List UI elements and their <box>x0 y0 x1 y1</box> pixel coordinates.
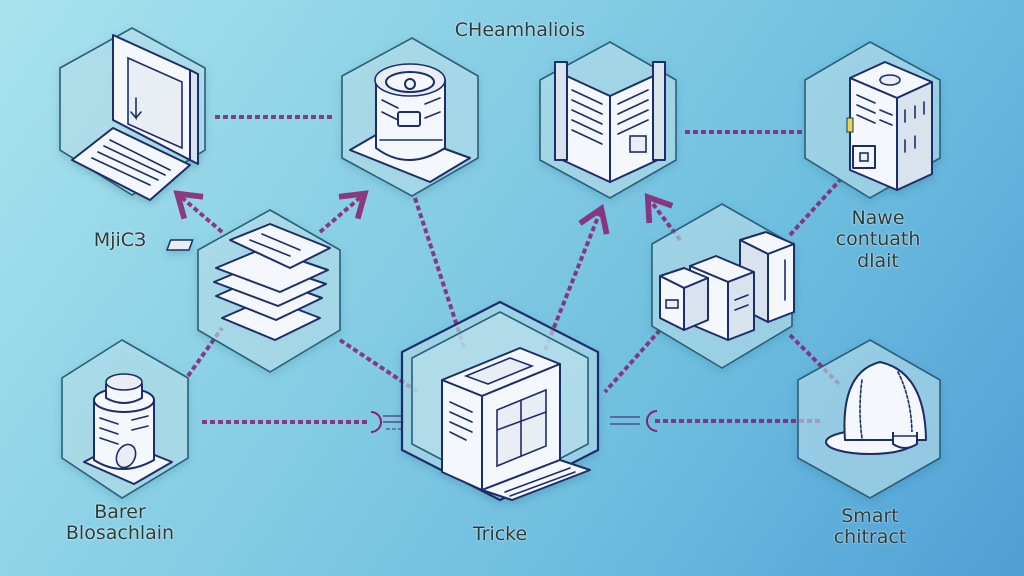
node-center[interactable] <box>400 300 600 502</box>
server-blocks-icon <box>659 231 795 341</box>
laptop-icon <box>71 34 199 201</box>
connector-documents-database <box>318 190 369 234</box>
node-ledger[interactable] <box>539 41 677 199</box>
connector-servers-office <box>788 178 842 237</box>
label-news-contract: Nawe contuath dlait <box>835 207 921 272</box>
data-tower-icon <box>83 373 173 485</box>
target-ring-left <box>370 411 404 433</box>
node-database[interactable] <box>341 37 479 197</box>
node-laptop[interactable] <box>59 27 206 201</box>
connector-center-ledger <box>543 203 610 351</box>
node-helmet[interactable] <box>797 339 941 499</box>
node-servers[interactable] <box>651 203 795 369</box>
connector-documents-laptop <box>173 190 224 234</box>
connector-servers-center <box>603 328 662 394</box>
database-cylinder-icon <box>349 63 471 183</box>
keyboard-keys <box>91 139 171 186</box>
office-building-icon <box>846 61 933 191</box>
label-smart-contract: Smart chitract <box>833 505 907 549</box>
central-terminal-icon <box>441 347 591 501</box>
open-book-ledger-icon <box>554 61 666 183</box>
target-ring-right <box>610 410 658 432</box>
document-stack-icon <box>165 223 331 341</box>
node-documents[interactable] <box>165 209 341 373</box>
label-mjics: MjiCЗ <box>93 229 147 251</box>
hardhat-icon <box>825 361 927 455</box>
node-office[interactable] <box>804 41 941 199</box>
node-tower[interactable] <box>61 339 189 499</box>
label-barer-blockchain: Barer Blosachlain <box>65 501 175 545</box>
diagram-title: CHeamhaliois <box>454 19 586 41</box>
label-trade: Tricke <box>472 523 528 545</box>
connector-database-center <box>413 197 467 351</box>
